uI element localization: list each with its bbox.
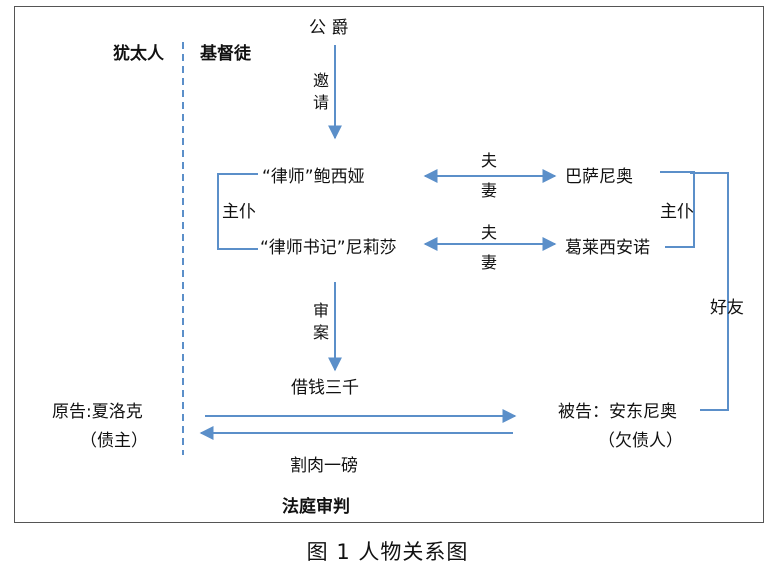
edge-label-servant-right: 主仆 xyxy=(660,202,694,222)
edge-label-invite: 邀请 xyxy=(312,71,329,112)
edge-label-friend: 好友 xyxy=(710,298,744,318)
edge-label-pound-of-flesh: 割肉一磅 xyxy=(290,456,358,476)
node-shylock: 原告:夏洛克 xyxy=(52,402,143,422)
edge-label-spouse-2: 夫妻 xyxy=(480,223,497,272)
node-bassanio: 巴萨尼奥 xyxy=(565,167,633,187)
edge-label-spouse-1: 夫妻 xyxy=(480,151,497,200)
node-loan: 借钱三千 xyxy=(291,378,359,398)
node-shylock-role: （债主） xyxy=(80,431,148,451)
node-antonio: 被告：安东尼奥 xyxy=(558,402,677,422)
group-label-court: 法庭审判 xyxy=(282,497,350,517)
node-antonio-role: （欠债人） xyxy=(598,431,683,451)
node-gratiano: 葛莱西安诺 xyxy=(565,238,650,258)
group-label-christian: 基督徒 xyxy=(200,44,251,64)
edge-label-servant-left: 主仆 xyxy=(222,202,256,222)
friend-bracket xyxy=(690,172,729,411)
figure-caption: 图 1 人物关系图 xyxy=(306,540,469,564)
node-nerissa: “律师书记”尼莉莎 xyxy=(260,238,397,258)
group-label-jew: 犹太人 xyxy=(113,44,164,64)
node-portia: “律师”鲍西娅 xyxy=(262,167,365,187)
servant-bracket-right xyxy=(660,171,695,248)
node-duke: 公 爵 xyxy=(309,18,349,38)
diagram-frame xyxy=(14,6,764,523)
edge-label-trial: 审案 xyxy=(312,301,329,342)
servant-bracket-left xyxy=(217,173,258,250)
